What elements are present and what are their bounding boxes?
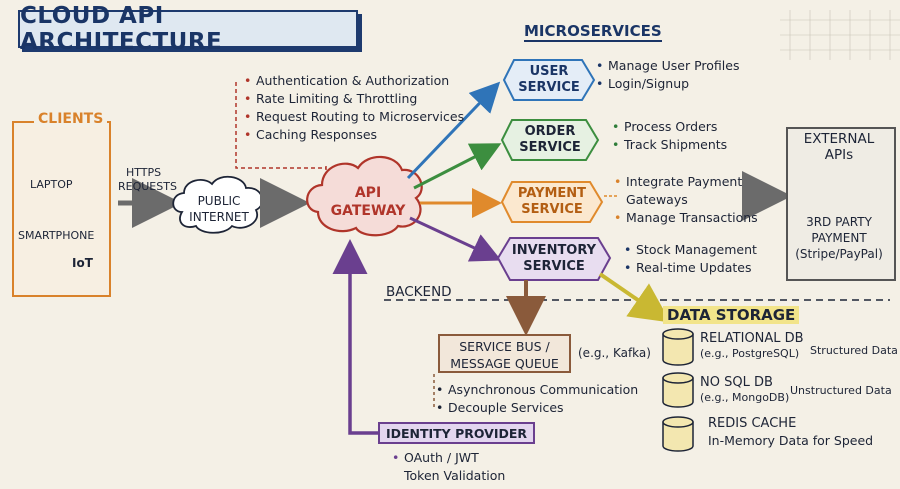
inventory-service-bullet: Real-time Updates [624,259,757,277]
nosql-db-example: (e.g., MongoDB) [700,391,790,404]
payment-service-bullet-cont: Gateways [626,192,688,207]
clients-panel: CLIENTS [12,111,111,297]
order-service-bullet: Process Orders [612,118,727,136]
payment-service-bullet: Manage Transactions [614,209,758,227]
service-bus-bullet: Asynchronous Communication [436,381,638,399]
order-service-line1: ORDER [524,124,576,139]
service-bus-line2: MESSAGE QUEUE [450,356,559,371]
payment-service-bullet: Integrate Payment [614,173,758,191]
payment-service-line2: SERVICE [521,202,583,217]
gateway-features-list: Authentication & Authorization Rate Limi… [244,72,464,144]
gateway-feature: Request Routing to Microservices [244,108,464,126]
inventory-service-label: INVENTORY SERVICE [506,243,602,275]
user-service-line1: USER [529,64,569,79]
relational-db-note: Structured Data [810,344,898,357]
microservices-heading: MICROSERVICES [524,22,662,42]
grid-decoration [780,10,900,60]
gateway-line2: GATEWAY [330,203,406,219]
client-smartphone-label: SMARTPHONE [18,229,95,242]
data-storage-heading: DATA STORAGE [663,306,800,324]
payment-service-line1: PAYMENT [517,186,587,201]
inventory-service-shape [496,237,612,281]
relational-db-example: (e.g., PostgreSQL) [700,347,800,360]
user-service-bullet: Manage User Profiles [596,57,739,75]
order-service-label: ORDER SERVICE [510,124,590,156]
internet-label: PUBLIC INTERNET [186,193,252,225]
gateway-feature: Rate Limiting & Throttling [244,90,464,108]
user-service-shape [502,59,596,101]
service-bus-line1: SERVICE BUS / [459,339,550,354]
client-laptop-label: LAPTOP [30,178,73,191]
nosql-db-name: NO SQL DB [700,375,773,390]
identity-bullets: OAuth / JWT Token Validation [392,449,505,485]
inventory-service-line2: SERVICE [523,259,585,274]
user-service-label: USER SERVICE [510,64,588,96]
relational-db-name: RELATIONAL DB [700,331,804,346]
client-iot-label: IoT [72,256,93,270]
external-p1: 3RD PARTY [806,215,872,229]
backend-label: BACKEND [386,284,452,300]
external-p3: (Stripe/PayPal) [795,247,883,261]
service-bus-box: SERVICE BUS / MESSAGE QUEUE [438,334,571,373]
user-service-bullet: Login/Signup [596,75,739,93]
gateway-line1: API [354,185,382,201]
inventory-service-bullets: Stock Management Real-time Updates [624,241,757,277]
redis-cache-note: In-Memory Data for Speed [708,433,874,448]
gateway-feature: Caching Responses [244,126,464,144]
clients-heading: CLIENTS [34,111,108,127]
order-service-line2: SERVICE [519,140,581,155]
user-service-bullets: Manage User Profiles Login/Signup [596,57,739,93]
nosql-db-icon [662,372,694,408]
https-label-line1: HTTPS [126,166,162,179]
redis-cache-name: REDIS CACHE [708,416,797,431]
order-service-shape [500,119,600,161]
gateway-cloud-shape [306,155,423,237]
identity-bullet: OAuth / JWT [392,449,505,467]
service-bus-bullets: Asynchronous Communication Decouple Serv… [436,381,638,417]
external-line2: APIs [824,147,854,163]
internet-line1: PUBLIC [197,194,241,208]
payment-service-bullets: Integrate Payment Gateways Manage Transa… [614,173,758,227]
user-service-line2: SERVICE [518,80,580,95]
service-bus-bullet: Decouple Services [436,399,638,417]
nosql-db-note: Unstructured Data [790,384,892,397]
payment-service-label: PAYMENT SERVICE [510,186,594,218]
external-p2: PAYMENT [811,231,867,245]
gateway-feature: Authentication & Authorization [244,72,464,90]
page-title: CLOUD API ARCHITECTURE [18,3,358,55]
external-payment-text: 3RD PARTY PAYMENT (Stripe/PayPal) [786,214,892,262]
order-service-bullets: Process Orders Track Shipments [612,118,727,154]
relational-db-icon [662,328,694,366]
arrow-identity-to-gateway [332,239,378,435]
external-apis-heading: EXTERNAL APIs [786,131,892,163]
redis-cache-icon [662,416,694,452]
inventory-service-line1: INVENTORY [511,243,597,258]
inventory-service-bullet: Stock Management [624,241,757,259]
external-apis-panel [786,127,896,281]
https-label-line2: REQUESTS [118,180,177,193]
gateway-features-connector [235,82,327,170]
payment-service-shape [500,181,604,223]
api-gateway-label: API GATEWAY [320,184,416,220]
identity-provider-box: IDENTITY PROVIDER [378,422,535,444]
service-bus-example: (e.g., Kafka) [578,346,651,360]
external-line1: EXTERNAL [803,131,875,147]
arrow-to-order [413,143,502,190]
order-service-bullet: Track Shipments [612,136,727,154]
arrow-to-data-storage [598,272,671,323]
arrow-to-inventory [409,216,502,262]
internet-line2: INTERNET [189,210,249,224]
identity-bullet-cont: Token Validation [404,468,506,483]
